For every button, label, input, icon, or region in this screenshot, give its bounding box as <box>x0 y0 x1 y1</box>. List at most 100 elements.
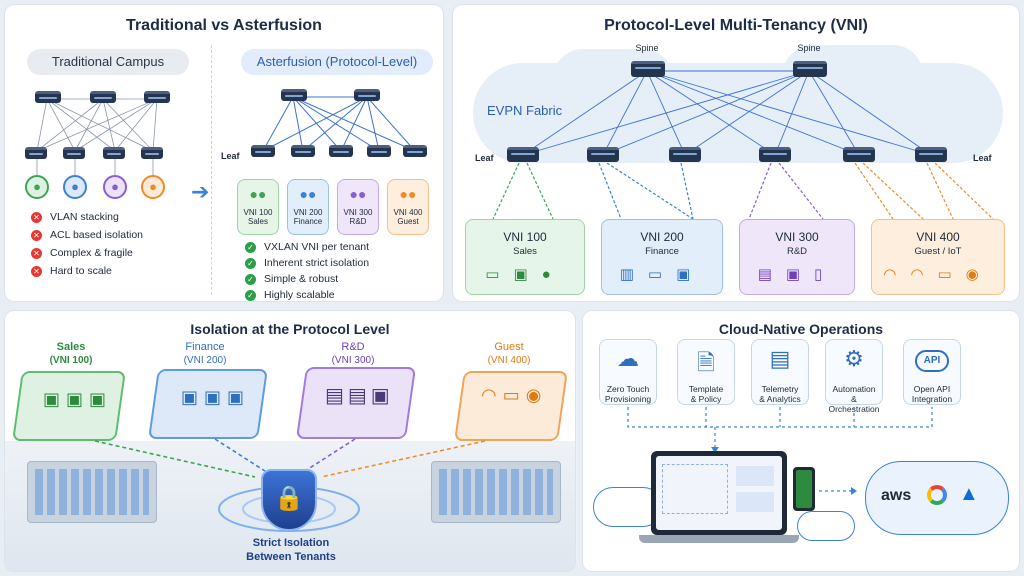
leaf-switch <box>587 147 619 162</box>
users-icon: ● <box>63 175 87 199</box>
divider <box>211 45 212 295</box>
spine-switch <box>793 61 827 77</box>
leaf-switch <box>251 145 275 157</box>
tenant-box-guest: ●● VNI 400 Guest <box>387 179 429 235</box>
x-icon: ✕ <box>31 265 42 277</box>
server-rack-icons: ▤▤▣ <box>325 385 394 407</box>
check-icon: ✓ <box>245 257 256 269</box>
group-label-sales: Sales <box>56 341 86 353</box>
pro-item: ✓Inherent strict isolation <box>245 257 369 269</box>
x-icon: ✕ <box>31 247 42 259</box>
leaf-label: Leaf <box>475 153 494 163</box>
multi-tenancy-panel: Protocol-Level Multi-Tenancy (VNI) Spine… <box>452 4 1020 302</box>
leaf-switch <box>669 147 701 162</box>
leaf-label: Leaf <box>221 151 240 161</box>
dashboard-screen <box>656 456 782 530</box>
con-item: ✕Complex & fragile <box>31 247 133 259</box>
spine-switch <box>281 89 307 101</box>
building-windows <box>35 469 149 515</box>
access-switch <box>103 147 125 159</box>
users-icon: ●● <box>299 186 317 202</box>
asterfusion-topology-links <box>262 96 416 152</box>
leaf-switch <box>367 145 391 157</box>
tenant-box-finance: ●● VNI 200 Finance <box>287 179 329 235</box>
panel-title: Traditional vs Asterfusion <box>126 17 322 34</box>
pro-item: ✓VXLAN VNI per tenant <box>245 241 369 253</box>
panel-title: Isolation at the Protocol Level <box>190 321 390 337</box>
pro-item: ✓Highly scalable <box>245 289 335 301</box>
users-icon: ●● <box>349 186 367 202</box>
wifi-camera-icons: ◠▭◉ <box>481 385 548 405</box>
bar-chart-icon: ▤ <box>769 346 791 371</box>
users-icon: ● <box>141 175 165 199</box>
x-icon: ✕ <box>31 229 42 241</box>
core-switch <box>35 91 61 103</box>
document-check-icon: 🗎 <box>697 350 715 375</box>
users-icon: ● <box>25 175 49 199</box>
access-switch <box>25 147 47 159</box>
gear-icon: ⚙ <box>844 346 864 371</box>
server-monitor-tablet-icons: ▤▣▯ <box>757 266 837 283</box>
aws-logo: aws <box>881 487 912 504</box>
group-vni-sales: (VNI 100) <box>49 355 93 366</box>
spine-switch <box>631 61 665 77</box>
group-vni-finance: (VNI 200) <box>183 355 227 366</box>
laptop-monitor-user-icons: ▭▣● <box>485 266 565 283</box>
group-vni-guest: (VNI 400) <box>487 355 531 366</box>
leaf-switch <box>403 145 427 157</box>
leaf-label: Leaf <box>973 153 992 163</box>
pro-item: ✓Simple & robust <box>245 273 338 285</box>
cloud-shape <box>797 511 855 541</box>
phone-screen <box>796 470 812 508</box>
traditional-campus-pill: Traditional Campus <box>27 49 189 75</box>
shield-lock-icon: 🔒 <box>261 469 317 531</box>
vni-zone-guest: VNI 400 Guest / IoT ◠◠▭◉ <box>871 219 1005 295</box>
traditional-vs-asterfusion-panel: Traditional vs Asterfusion Traditional C… <box>4 4 444 302</box>
asterfusion-pill: Asterfusion (Protocol-Level) <box>241 49 433 75</box>
isolation-caption-line1: Strict Isolation <box>252 537 330 549</box>
core-switch <box>144 91 170 103</box>
users-icon: ●● <box>249 186 267 202</box>
check-icon: ✓ <box>245 289 256 301</box>
fabric-cloud <box>553 49 673 109</box>
con-item: ✕ACL based isolation <box>31 229 143 241</box>
vni-zone-finance: VNI 200 Finance ▥▭▣ <box>601 219 723 295</box>
arrow-right-icon: ➔ <box>191 179 210 204</box>
tenant-box-sales: ●● VNI 100 Sales <box>237 179 279 235</box>
tenant-isolation-links <box>94 438 486 532</box>
service-template-policy: 🗎 Template& Policy <box>677 339 735 405</box>
group-label-finance: Finance <box>185 341 225 353</box>
laptop-base <box>639 535 799 543</box>
chart-widget <box>736 466 774 486</box>
spine-switch <box>354 89 380 101</box>
google-cloud-logo <box>927 485 947 505</box>
leaf-switch <box>291 145 315 157</box>
group-label-rnd: R&D <box>341 341 365 353</box>
core-switch <box>90 91 116 103</box>
vni-zone-rnd: VNI 300 R&D ▤▣▯ <box>739 219 855 295</box>
evpn-fabric-label: EVPN Fabric <box>487 103 563 118</box>
chart-widget <box>736 492 774 512</box>
desk-workers-icons: ▣▣▣ <box>181 387 251 407</box>
tenant-box-rnd: ●● VNI 300 R&D <box>337 179 379 235</box>
spine-label: Spine <box>635 43 659 53</box>
cloud-upload-icon: ☁ <box>617 346 639 371</box>
group-label-guest: Guest <box>494 341 524 353</box>
leaf-switch <box>507 147 539 162</box>
isolation-caption-line2: Between Tenants <box>246 551 336 563</box>
group-vni-rnd: (VNI 300) <box>331 355 375 366</box>
spine-label: Spine <box>797 43 821 53</box>
fabric-links <box>522 70 932 156</box>
wifi-device-camera-icons: ◠◠▭◉ <box>883 266 993 283</box>
vni-zone-sales: VNI 100 Sales ▭▣● <box>465 219 585 295</box>
access-switch <box>141 147 163 159</box>
con-item: ✕Hard to scale <box>31 265 112 277</box>
azure-logo: ▲ <box>959 483 979 505</box>
leaf-switch <box>329 145 353 157</box>
check-icon: ✓ <box>245 273 256 285</box>
mobile-phone <box>793 467 815 511</box>
leaf-switch <box>759 147 791 162</box>
leaf-switch <box>915 147 947 162</box>
